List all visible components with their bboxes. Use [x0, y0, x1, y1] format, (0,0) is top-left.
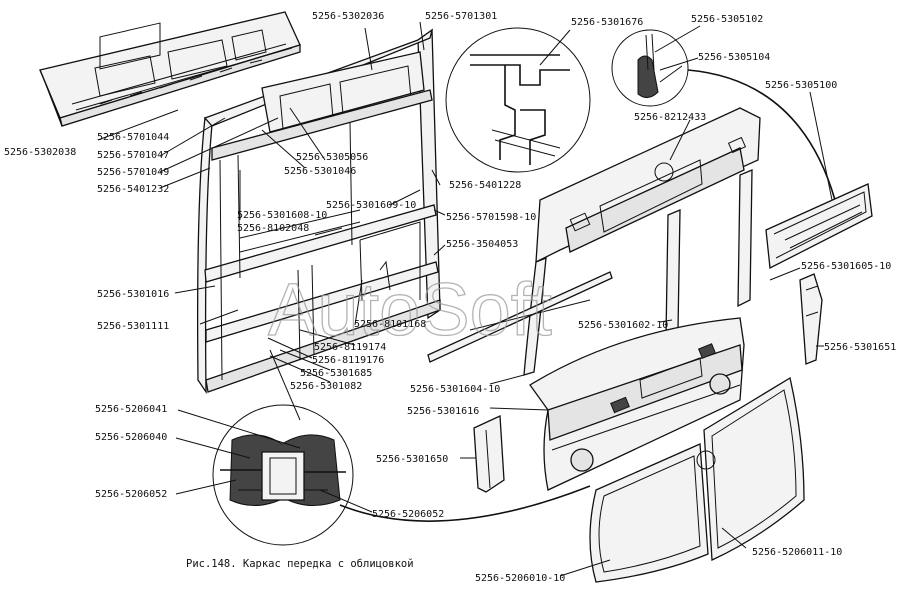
part-label: 5256-8102048 [237, 223, 309, 234]
part-label: 5256-8101168 [354, 319, 426, 330]
part-label: 5256-5301609-10 [326, 200, 416, 211]
part-label: 5256-5301676 [571, 17, 643, 28]
part-label: 5256-5301016 [97, 289, 169, 300]
front-mask-lower [529, 317, 745, 491]
detail-circle-glass-seal [611, 29, 689, 107]
part-label: 5256-5305104 [698, 52, 770, 63]
part-label: 5256-5301651 [824, 342, 896, 353]
detail-circle-seal [445, 27, 591, 173]
part-label: 5256-5301608-10 [237, 210, 327, 221]
figure-caption: Рис.148. Каркас передка с облицовкой [186, 558, 414, 570]
part-label: 5256-5301650 [376, 454, 448, 465]
part-label: 5256-5301616 [407, 406, 479, 417]
part-label: 5256-5301604-10 [410, 384, 500, 395]
part-label: 5256-5701044 [97, 132, 169, 143]
part-label: 5256-5401232 [97, 184, 169, 195]
part-label: 5256-5305056 [296, 152, 368, 163]
part-label: 5256-8119176 [312, 355, 384, 366]
part-label: 5256-5302036 [312, 11, 384, 22]
part-label: 5256-5206040 [95, 432, 167, 443]
side-trim-left [473, 415, 505, 493]
part-label: 5256-5701047 [97, 150, 169, 161]
watermark: AutoSoft [268, 268, 552, 351]
part-label: 5256-5206052 [372, 509, 444, 520]
part-label: 5256-5206052 [95, 489, 167, 500]
part-label: 5256-5301602-10 [578, 320, 668, 331]
part-label: 5256-3504053 [446, 239, 518, 250]
part-label: 5256-5206011-10 [752, 547, 842, 558]
part-label: 5256-8119174 [314, 342, 386, 353]
part-label: 5256-5701301 [425, 11, 497, 22]
part-label: 5256-5302038 [4, 147, 76, 158]
part-label: 5256-5301605-10 [801, 261, 891, 272]
part-label: 5256-5301082 [290, 381, 362, 392]
part-label: 5256-5301046 [284, 166, 356, 177]
rail-strip [469, 299, 591, 331]
part-label: 5256-5701049 [97, 167, 169, 178]
part-label: 5256-5305102 [691, 14, 763, 25]
detail-circle-windshield-seal [212, 404, 354, 546]
front-frame [196, 28, 441, 421]
windshield-right [703, 376, 805, 561]
part-label: 5256-5401228 [449, 180, 521, 191]
side-trim-right [799, 273, 823, 365]
front-mask-upper [523, 107, 761, 376]
roof-front-panel [39, 11, 301, 127]
part-label: 5256-8212433 [634, 112, 706, 123]
part-label: 5256-5305100 [765, 80, 837, 91]
part-label: 5256-5206010-10 [475, 573, 565, 584]
part-label: 5256-5701598-10 [446, 212, 536, 223]
part-label: 5256-5301111 [97, 321, 169, 332]
window-glass-panel [765, 183, 873, 270]
leader-lines [97, 21, 833, 577]
detail-leader-curve [687, 69, 836, 201]
part-label: 5256-5206041 [95, 404, 167, 415]
part-label: 5256-5301685 [300, 368, 372, 379]
windshield-detail-marker [696, 450, 716, 470]
windshield-left [589, 443, 709, 583]
detail-leader-bottom [339, 485, 591, 522]
